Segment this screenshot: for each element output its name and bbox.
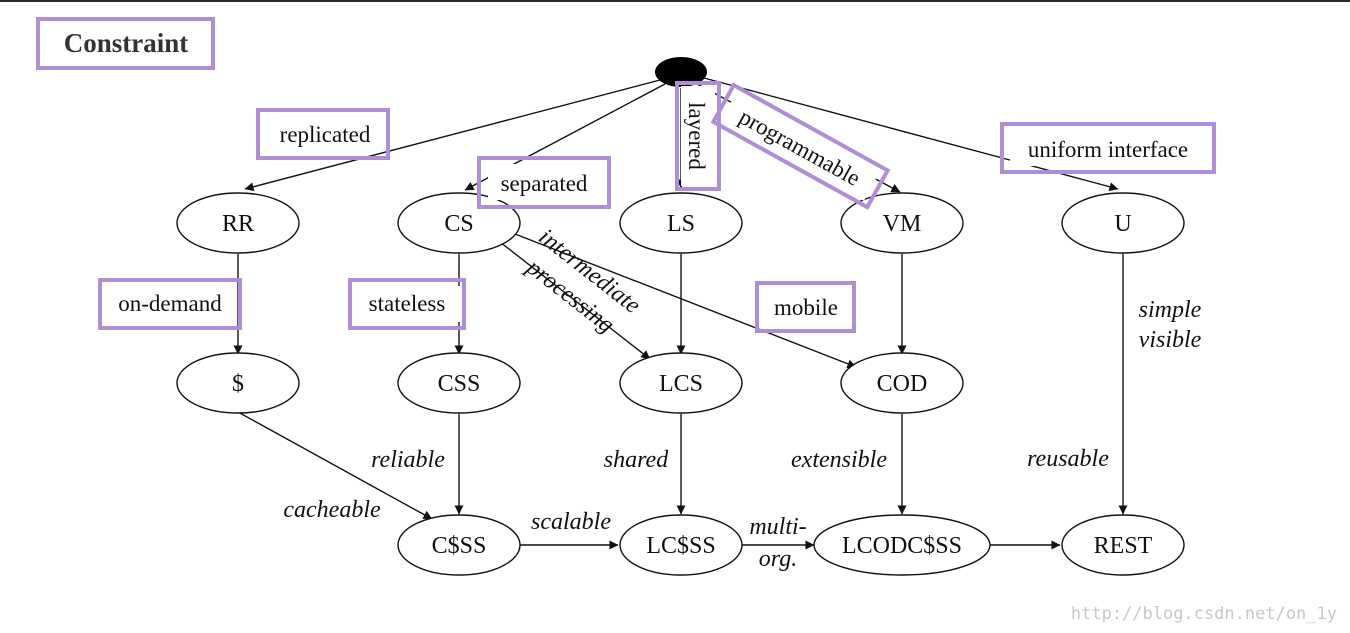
property-simple: simple bbox=[1139, 297, 1202, 323]
property-scalable: scalable bbox=[531, 509, 611, 535]
node-rr: RR bbox=[176, 192, 300, 254]
root-node bbox=[655, 57, 707, 87]
property-multi: multi- bbox=[749, 514, 806, 540]
node-lcodccss: LCODC$SS bbox=[813, 514, 991, 576]
node-cache: $ bbox=[176, 352, 300, 414]
svg-text:replicated: replicated bbox=[280, 122, 371, 147]
edge-cs-cod bbox=[514, 233, 857, 369]
svg-text:mobile: mobile bbox=[774, 295, 838, 320]
svg-text:LS: LS bbox=[667, 211, 695, 237]
property-shared: shared bbox=[604, 447, 669, 473]
svg-text:$: $ bbox=[232, 371, 244, 397]
property-reliable: reliable bbox=[371, 447, 445, 473]
svg-text:uniform interface: uniform interface bbox=[1028, 137, 1188, 162]
node-ls: LS bbox=[619, 192, 743, 254]
svg-text:U: U bbox=[1114, 211, 1131, 237]
svg-text:layered: layered bbox=[684, 102, 709, 170]
svg-text:LC$SS: LC$SS bbox=[646, 533, 715, 559]
constraint-stateless: stateless bbox=[348, 278, 466, 330]
svg-text:LCS: LCS bbox=[659, 371, 703, 397]
svg-text:LCODC$SS: LCODC$SS bbox=[842, 533, 962, 559]
diagram-title: Constraint bbox=[64, 28, 189, 58]
node-lcs: LCS bbox=[619, 352, 743, 414]
svg-text:VM: VM bbox=[883, 211, 922, 237]
constraint-layered: layered bbox=[675, 81, 721, 191]
constraint-uniform-interface: uniform interface bbox=[1000, 122, 1216, 174]
svg-text:stateless: stateless bbox=[369, 291, 446, 316]
svg-text:RR: RR bbox=[222, 211, 254, 237]
svg-text:C$SS: C$SS bbox=[432, 533, 487, 559]
watermark-url: http://blog.csdn.net/on_1y bbox=[1071, 604, 1337, 624]
node-u: U bbox=[1061, 192, 1185, 254]
node-vm: VM bbox=[840, 192, 964, 254]
svg-text:on-demand: on-demand bbox=[118, 291, 222, 316]
node-cod: COD bbox=[840, 352, 964, 414]
svg-text:CS: CS bbox=[444, 211, 473, 237]
edge-cache-ccss bbox=[237, 411, 433, 520]
svg-text:REST: REST bbox=[1094, 533, 1153, 559]
property-visible: visible bbox=[1139, 327, 1202, 353]
title-highlight-box bbox=[36, 17, 215, 70]
node-css: CSS bbox=[397, 352, 521, 414]
node-rest: REST bbox=[1061, 514, 1185, 576]
constraint-mobile: mobile bbox=[755, 281, 856, 333]
property-reusable: reusable bbox=[1027, 446, 1109, 472]
property-extensible: extensible bbox=[791, 447, 887, 473]
constraint-separated: separated bbox=[477, 156, 611, 209]
constraint-on-demand: on-demand bbox=[98, 278, 242, 330]
edge-cs-lcs bbox=[499, 241, 651, 360]
property-org: org. bbox=[759, 546, 797, 572]
constraint-replicated: replicated bbox=[256, 108, 390, 160]
svg-text:separated: separated bbox=[501, 171, 588, 196]
edge-root-rr bbox=[244, 79, 661, 192]
node-lccss: LC$SS bbox=[619, 514, 743, 576]
svg-text:COD: COD bbox=[877, 371, 928, 397]
node-ccss: C$SS bbox=[397, 514, 521, 576]
node-cs: CS bbox=[397, 192, 521, 254]
svg-text:CSS: CSS bbox=[438, 371, 481, 397]
property-cacheable: cacheable bbox=[283, 497, 381, 523]
